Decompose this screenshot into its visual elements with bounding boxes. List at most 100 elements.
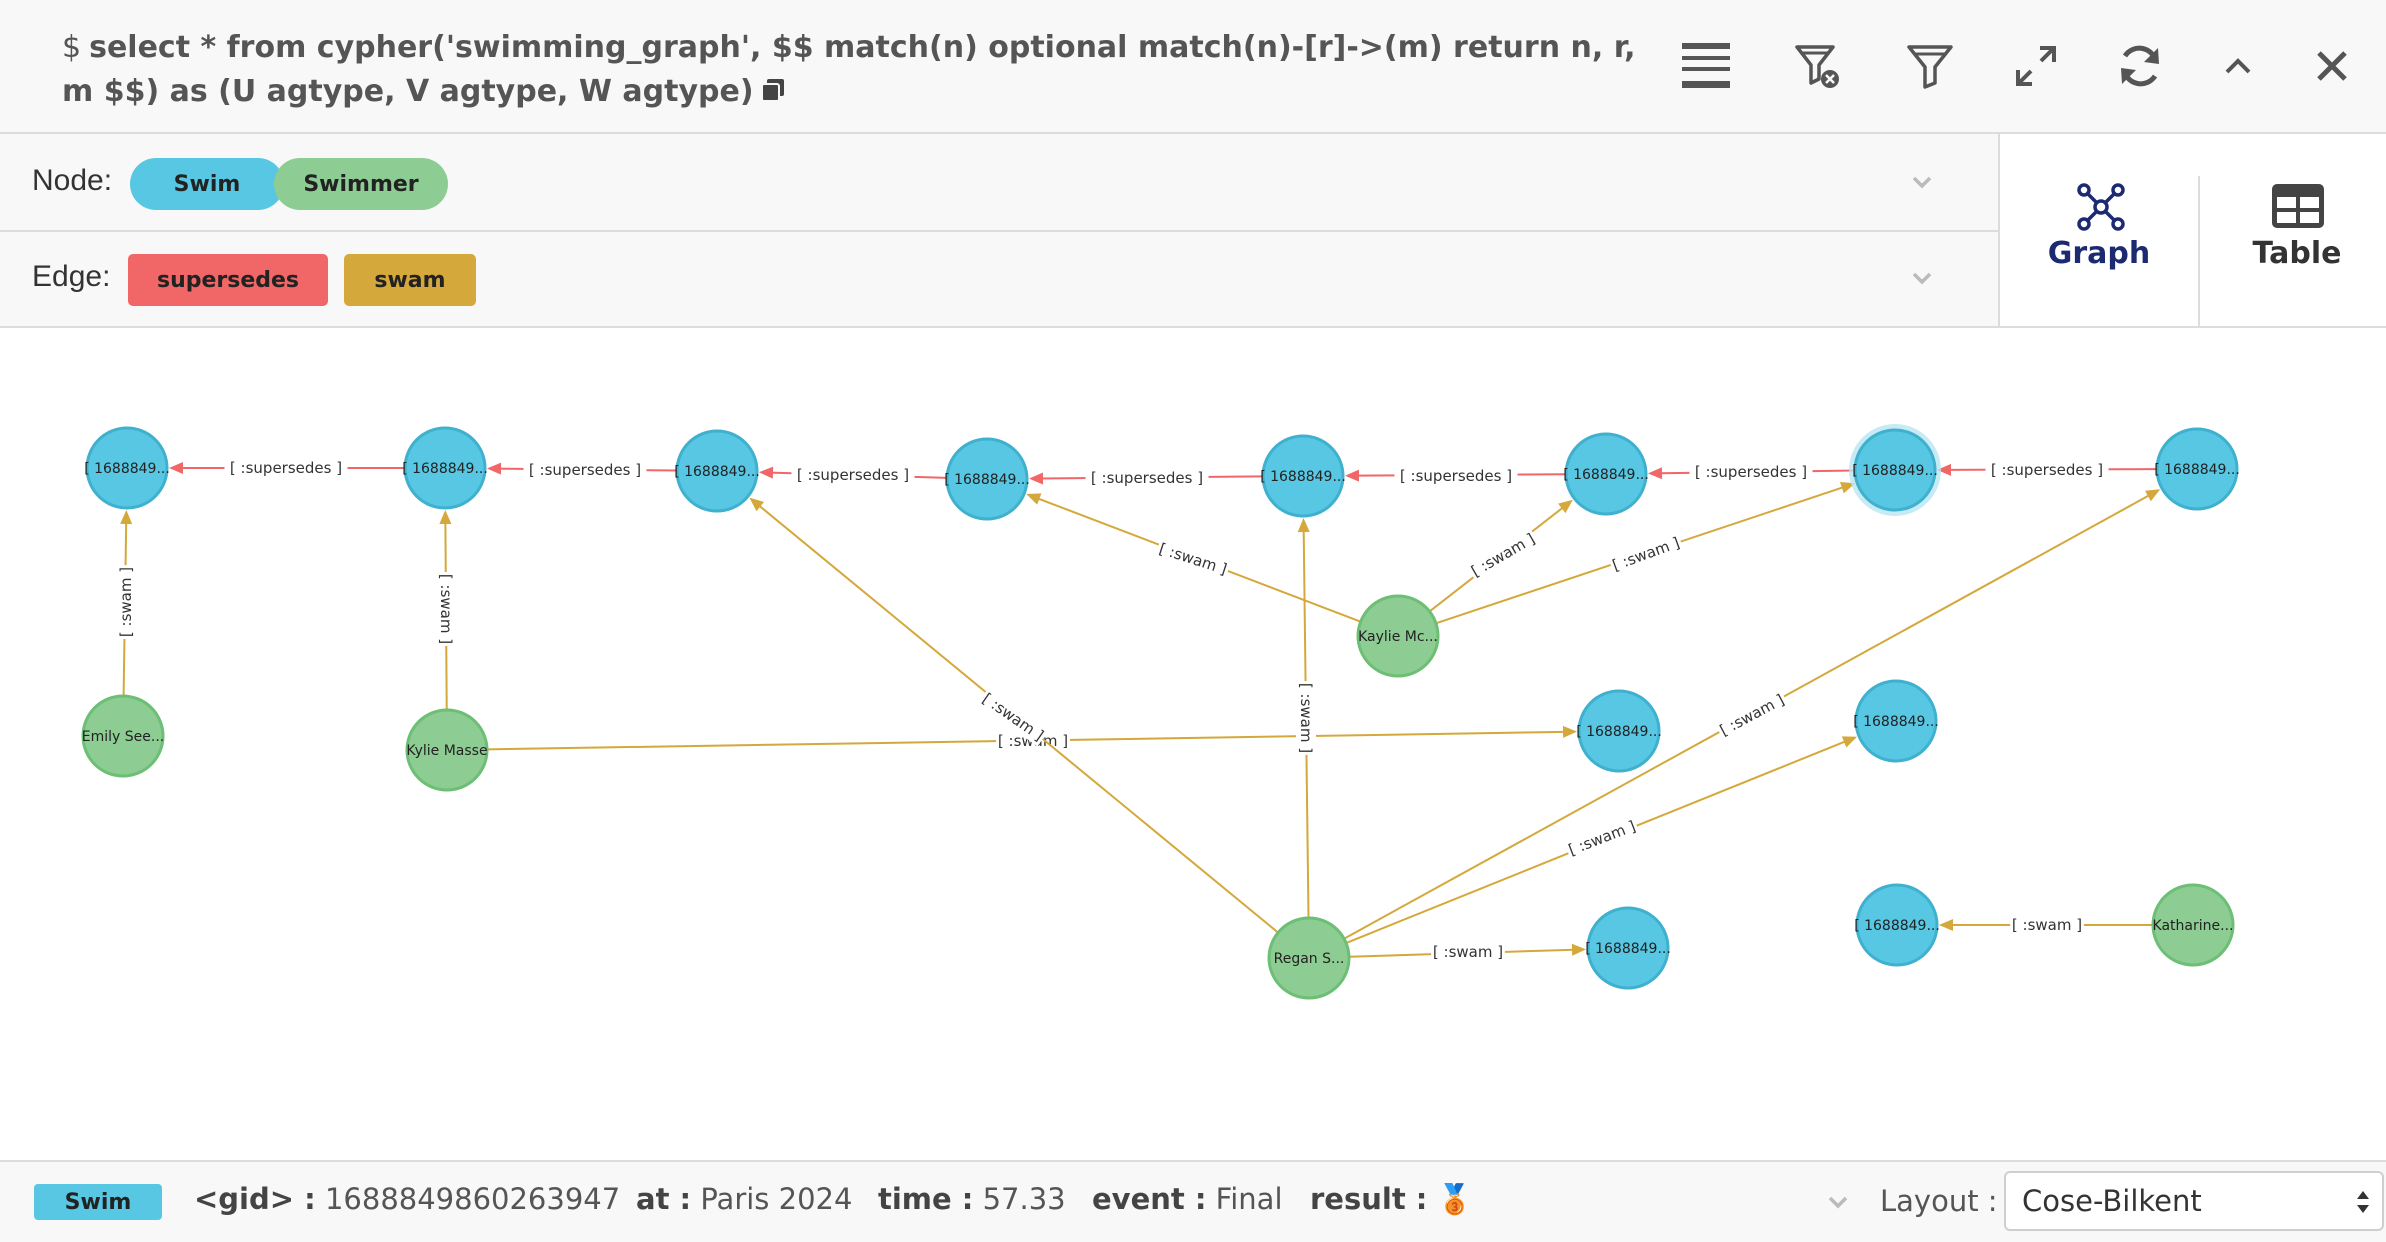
refresh-button[interactable]: [2110, 36, 2170, 96]
swim-node-s2[interactable]: [403, 426, 487, 510]
edge-arrowhead: [1939, 919, 1953, 931]
swimmer-node-w5[interactable]: [2151, 883, 2235, 967]
swim-node-s4[interactable]: [945, 437, 1029, 521]
clear-filter-button[interactable]: [1788, 36, 1848, 96]
copy-icon[interactable]: [760, 77, 786, 103]
node-filter-row: Node: Swim Swimmer: [0, 134, 1998, 232]
edge-swam-label: [ :swam ]: [1297, 683, 1315, 753]
edge-label-bg: [116, 565, 136, 639]
edge-arrowhead: [1841, 736, 1858, 748]
swim-node-s8[interactable]: [2155, 427, 2239, 511]
graph-canvas[interactable]: [ :supersedes ] [ :supersedes ] [ :superse…: [0, 328, 2386, 1160]
edge-swam-label: [ :swam ]: [117, 567, 135, 637]
edge-swam-label: [ :swam ]: [1610, 534, 1682, 575]
chevron-down-icon[interactable]: [1906, 166, 1938, 198]
element-info-bar: Swim <gid> : 1688849860263947 at : Paris…: [0, 1160, 2386, 1242]
graph-icon: [2077, 183, 2125, 231]
selected-label-badge: Swim: [34, 1184, 162, 1220]
edge-label-swam[interactable]: swam: [344, 254, 476, 306]
refresh-icon: [2121, 45, 2159, 87]
edge-arrowhead: [2145, 489, 2161, 502]
swim-node-s3[interactable]: [675, 429, 759, 513]
edge-supersedes-label: [ :supersedes ]: [1695, 463, 1807, 481]
edge-label-bg: [1563, 815, 1641, 861]
edge-label-bg: [1394, 466, 1518, 486]
close-button[interactable]: [2302, 36, 2362, 96]
edge-arrowhead: [1647, 467, 1663, 480]
edge-arrowhead: [1558, 499, 1573, 514]
edge-label-supersedes[interactable]: supersedes: [128, 254, 328, 306]
node-label-swimmer[interactable]: Swimmer: [274, 158, 448, 210]
query-prompt: $: [62, 30, 82, 65]
chevron-down-icon[interactable]: [1906, 262, 1938, 294]
view-switch: Graph Table: [1998, 134, 2386, 328]
node-caption: [ 1688849...: [1853, 714, 1939, 730]
swim-node-s11[interactable]: [1586, 906, 1670, 990]
edge-supersedes-label: [ :supersedes ]: [797, 466, 909, 484]
edge-label-bg: [1607, 531, 1685, 577]
swimmer-node-w4[interactable]: [1267, 916, 1351, 1000]
node-caption: Kaylie Mc...: [1358, 629, 1438, 645]
node-label-swim[interactable]: Swim: [130, 158, 284, 210]
swim-node-s9[interactable]: [1577, 689, 1661, 773]
swim-node-s10[interactable]: [1854, 679, 1938, 763]
node-caption: [ 1688849...: [944, 472, 1030, 488]
graph-view-label: Graph: [2047, 236, 2151, 271]
graph-view-button[interactable]: Graph: [2002, 134, 2196, 326]
node-caption: [ 1688849...: [2154, 462, 2240, 478]
layout-label: Layout :: [1880, 1184, 1998, 1218]
edge-label-bg: [1296, 681, 1316, 755]
swim-node-s12[interactable]: [1855, 883, 1939, 967]
filter-button[interactable]: [1900, 36, 1960, 96]
collapse-button[interactable]: [2208, 36, 2268, 96]
swimmer-node-w1[interactable]: [81, 694, 165, 778]
node-caption: [ 1688849...: [402, 461, 488, 477]
edge-swam-label: [ :swam ]: [1468, 530, 1538, 581]
edge-arrowhead: [439, 509, 452, 525]
menu-icon: [1682, 43, 1730, 88]
layout-select[interactable]: Cose-Bilkent: [2004, 1171, 2384, 1231]
query-header: $select * from cypher('swimming_graph', …: [0, 0, 2386, 134]
edge-label-bg: [2010, 915, 2084, 935]
edge-swam-label: [ :swam ]: [2012, 916, 2082, 934]
node-caption: [ 1688849...: [674, 464, 760, 480]
edge-swam-label: [ :swam ]: [437, 574, 455, 644]
swim-node-s5[interactable]: [1261, 434, 1345, 518]
menu-button[interactable]: [1676, 36, 1736, 96]
node-caption: Katharine...: [2153, 918, 2234, 934]
filter-remove-icon: [1795, 45, 1839, 88]
edge-filter-label: Edge:: [32, 260, 111, 293]
fullscreen-button[interactable]: [2006, 36, 2066, 96]
node-caption: [ 1688849...: [1585, 941, 1671, 957]
graph-svg[interactable]: [ :supersedes ] [ :supersedes ] [ :superse…: [0, 328, 2386, 1160]
chevron-down-icon[interactable]: [1822, 1186, 1854, 1218]
prop-result: result : 🥉: [1310, 1182, 1473, 1216]
swimmer-node-w3[interactable]: [1356, 594, 1440, 678]
swim-node-s1[interactable]: [85, 426, 169, 510]
edge-arrowhead: [1026, 493, 1042, 505]
edge-label-bg: [791, 465, 915, 485]
prop-at: at : Paris 2024: [636, 1182, 853, 1216]
edge-label-bg: [977, 687, 1049, 747]
edge-supersedes-label: [ :supersedes ]: [230, 459, 342, 477]
edge-arrowhead: [120, 509, 133, 525]
table-view-label: Table: [2252, 236, 2342, 271]
edge-arrowhead: [1344, 469, 1360, 482]
edge-label-bg: [224, 458, 348, 478]
edge-arrowhead: [1839, 482, 1856, 494]
edge-arrowhead: [758, 466, 774, 479]
swim-node-s6[interactable]: [1564, 432, 1648, 516]
edge-arrowhead: [1936, 463, 1952, 476]
edge-label-bg: [1085, 468, 1209, 488]
swimmer-node-w2[interactable]: [405, 708, 489, 792]
prop-event: event : Final: [1092, 1182, 1283, 1216]
edge-label-bg: [1714, 688, 1790, 742]
table-view-button[interactable]: Table: [2200, 134, 2386, 326]
view-divider: [2198, 176, 2200, 326]
medal-icon: 🥉: [1436, 1182, 1473, 1216]
swim-node-s7[interactable]: [1853, 428, 1937, 512]
node-caption: Kylie Masse: [406, 743, 487, 759]
edge-arrowhead: [486, 462, 502, 475]
filter-icon: [1907, 45, 1953, 89]
node-caption: Emily See...: [82, 729, 164, 745]
